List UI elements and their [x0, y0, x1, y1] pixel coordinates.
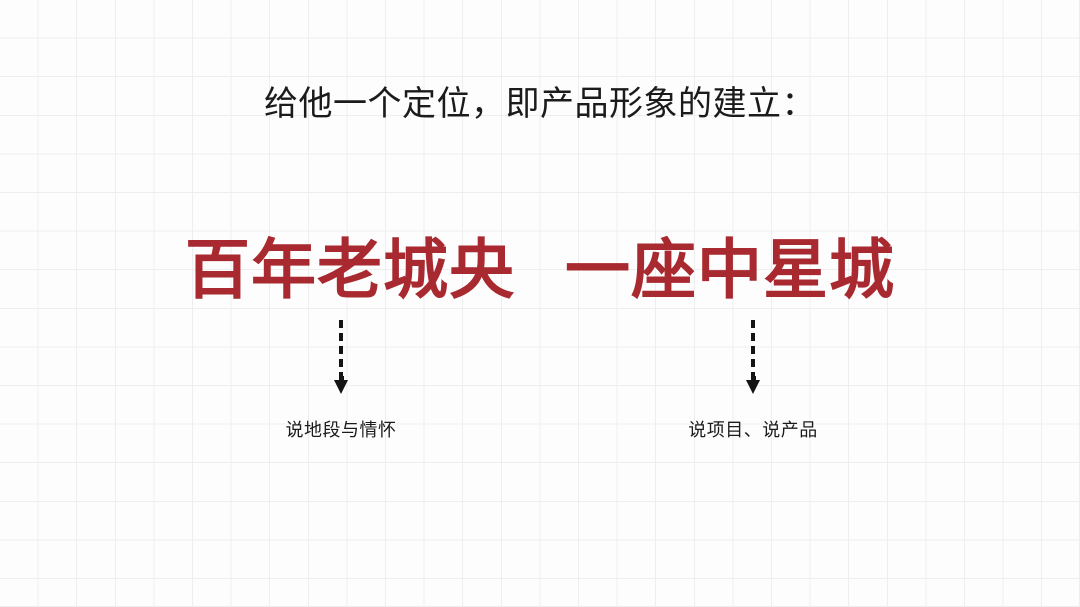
headline: 百年老城央一座中星城 — [0, 233, 1080, 307]
arrow-stem — [751, 320, 755, 380]
caption-left: 说地段与情怀 — [285, 420, 397, 440]
dashed-down-arrow-icon-right — [741, 320, 765, 400]
arrow-head — [746, 380, 760, 394]
headline-part-left: 百年老城央 — [184, 233, 515, 306]
slide-title: 给他一个定位，即产品形象的建立： — [264, 85, 816, 123]
arrow-stem — [339, 320, 343, 380]
caption-right: 说项目、说产品 — [688, 420, 818, 440]
arrow-head — [334, 380, 348, 394]
dashed-down-arrow-icon-left — [329, 320, 353, 400]
headline-part-right: 一座中星城 — [565, 233, 896, 306]
